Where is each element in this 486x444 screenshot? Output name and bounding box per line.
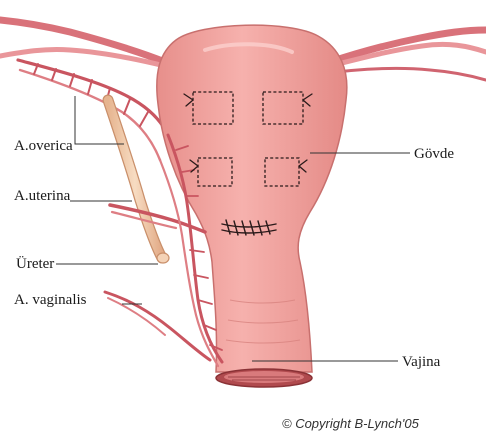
label-ovarian-artery: A.overica — [14, 138, 73, 154]
vaginal-opening — [216, 369, 312, 387]
copyright-notice: © Copyright B-Lynch'05 — [282, 416, 420, 431]
label-vagina: Vajina — [402, 354, 441, 370]
label-uterine-artery: A.uterina — [14, 188, 71, 204]
label-uterine-body: Gövde — [414, 146, 454, 162]
label-vaginal-artery: A. vaginalis — [14, 292, 87, 308]
left-adnexa-vessels — [0, 20, 165, 66]
label-ureter: Üreter — [16, 255, 54, 272]
